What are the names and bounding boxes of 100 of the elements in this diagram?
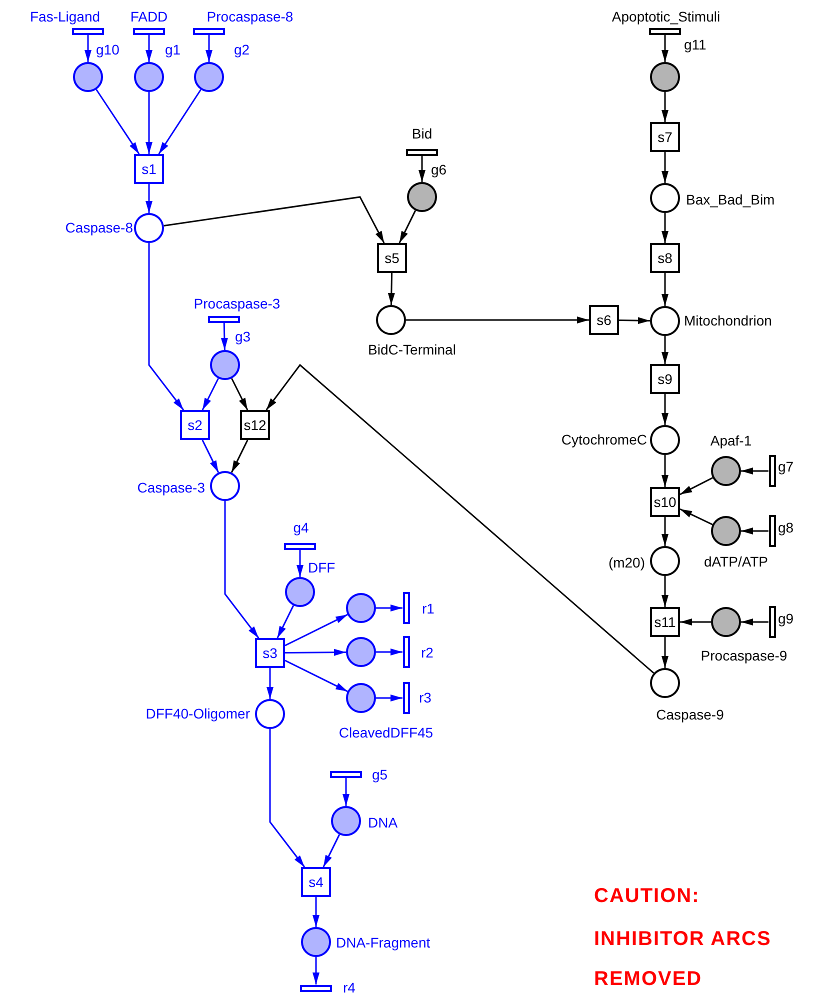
node-label: Mitochondrion — [684, 313, 772, 329]
arrow — [741, 618, 768, 626]
node-label: dATP/ATP — [704, 554, 768, 570]
node-label: g3 — [235, 329, 251, 345]
transition-bar — [768, 515, 776, 547]
place-circle — [711, 516, 741, 546]
node-label: (m20) — [608, 555, 645, 571]
arrow — [285, 648, 346, 656]
transition-box: s2 — [180, 410, 210, 440]
transition-box: s4 — [301, 867, 331, 897]
place-circle — [346, 637, 376, 667]
transition-bar — [649, 28, 681, 34]
arrow — [158, 89, 202, 154]
arrow — [276, 605, 294, 638]
place-circle — [711, 456, 741, 486]
transition-box: s8 — [650, 243, 680, 273]
place-circle — [134, 213, 164, 243]
transition-bar — [402, 636, 410, 668]
arrow — [266, 668, 274, 699]
node-label: r4 — [343, 980, 356, 995]
arrow — [662, 517, 668, 546]
transition-box: s5 — [377, 243, 407, 273]
transition-bar — [193, 28, 225, 34]
node-label: Procaspase-3 — [194, 296, 280, 312]
arrow — [662, 336, 668, 364]
place-circle — [301, 927, 331, 957]
arrow — [376, 604, 402, 612]
arrow — [96, 89, 140, 154]
arrow — [202, 378, 219, 410]
transition-box: s6 — [589, 305, 619, 335]
place-circle — [210, 471, 240, 501]
place-circle — [650, 546, 680, 576]
node-label: g2 — [234, 42, 250, 58]
transition-box: s12 — [240, 410, 270, 440]
node-label: CytochromeC — [561, 432, 647, 448]
node-label: g10 — [96, 42, 120, 58]
place-circle — [255, 699, 285, 729]
node-label: Procaspase-9 — [700, 648, 788, 664]
arrow — [206, 34, 212, 62]
caution-note: REMOVED — [594, 968, 702, 990]
arrow — [342, 778, 350, 806]
caution-note: INHIBITOR ARCS — [594, 928, 772, 950]
node-label: g5 — [372, 767, 388, 783]
node-label: Apaf-1 — [710, 433, 752, 449]
node-label: g8 — [778, 520, 794, 536]
node-label: FADD — [130, 9, 168, 25]
place-circle — [407, 182, 437, 212]
arrow — [284, 614, 348, 646]
arrow — [230, 440, 248, 473]
arrow — [84, 34, 92, 62]
node-label: Bid — [412, 126, 432, 142]
arrow — [231, 378, 248, 410]
arrow — [662, 34, 668, 62]
arrow — [662, 92, 668, 122]
place-circle — [376, 305, 406, 335]
transition-bar — [402, 592, 410, 624]
node-label: r3 — [419, 690, 432, 706]
node-label: BidC-Terminal — [368, 342, 456, 358]
arrow — [662, 637, 668, 668]
arrow — [296, 550, 304, 577]
arrow — [202, 440, 220, 473]
node-label: g6 — [431, 162, 447, 178]
arrow — [662, 273, 668, 306]
transition-box: s11 — [650, 607, 680, 637]
arrow — [148, 243, 184, 410]
transition-bar — [208, 316, 240, 322]
node-label: Fas-Ligand — [30, 9, 100, 25]
node-label: DNA-Fragment — [336, 935, 430, 951]
node-label: g11 — [684, 37, 706, 53]
transition-bar — [133, 28, 165, 34]
caution-note: CAUTION: — [594, 885, 700, 907]
node-label: Caspase-3 — [137, 480, 205, 496]
arrow — [312, 957, 320, 984]
node-label: r2 — [421, 645, 434, 661]
place-circle — [650, 62, 680, 92]
arrow — [662, 213, 668, 243]
arrow — [312, 897, 320, 927]
arrow — [741, 468, 768, 474]
place-circle — [285, 577, 315, 607]
arrow — [398, 210, 416, 244]
arrow — [662, 576, 668, 607]
place-circle — [346, 593, 376, 623]
node-label: CleavedDFF45 — [338, 725, 434, 741]
place-circle — [650, 668, 680, 698]
arrow — [266, 364, 654, 674]
arrow — [662, 152, 668, 183]
place-circle — [73, 62, 103, 92]
node-label: DNA — [368, 815, 398, 831]
place-circle — [650, 183, 680, 213]
transition-bar — [300, 984, 332, 992]
place-circle — [134, 62, 164, 92]
arrow — [680, 618, 711, 626]
place-circle — [346, 683, 376, 713]
transition-bar — [72, 28, 104, 34]
transition-box: s3 — [255, 638, 285, 668]
arrow — [388, 272, 395, 306]
arrow — [662, 394, 668, 425]
arrow — [376, 694, 402, 702]
arrow — [680, 477, 713, 496]
arrow — [284, 660, 348, 692]
